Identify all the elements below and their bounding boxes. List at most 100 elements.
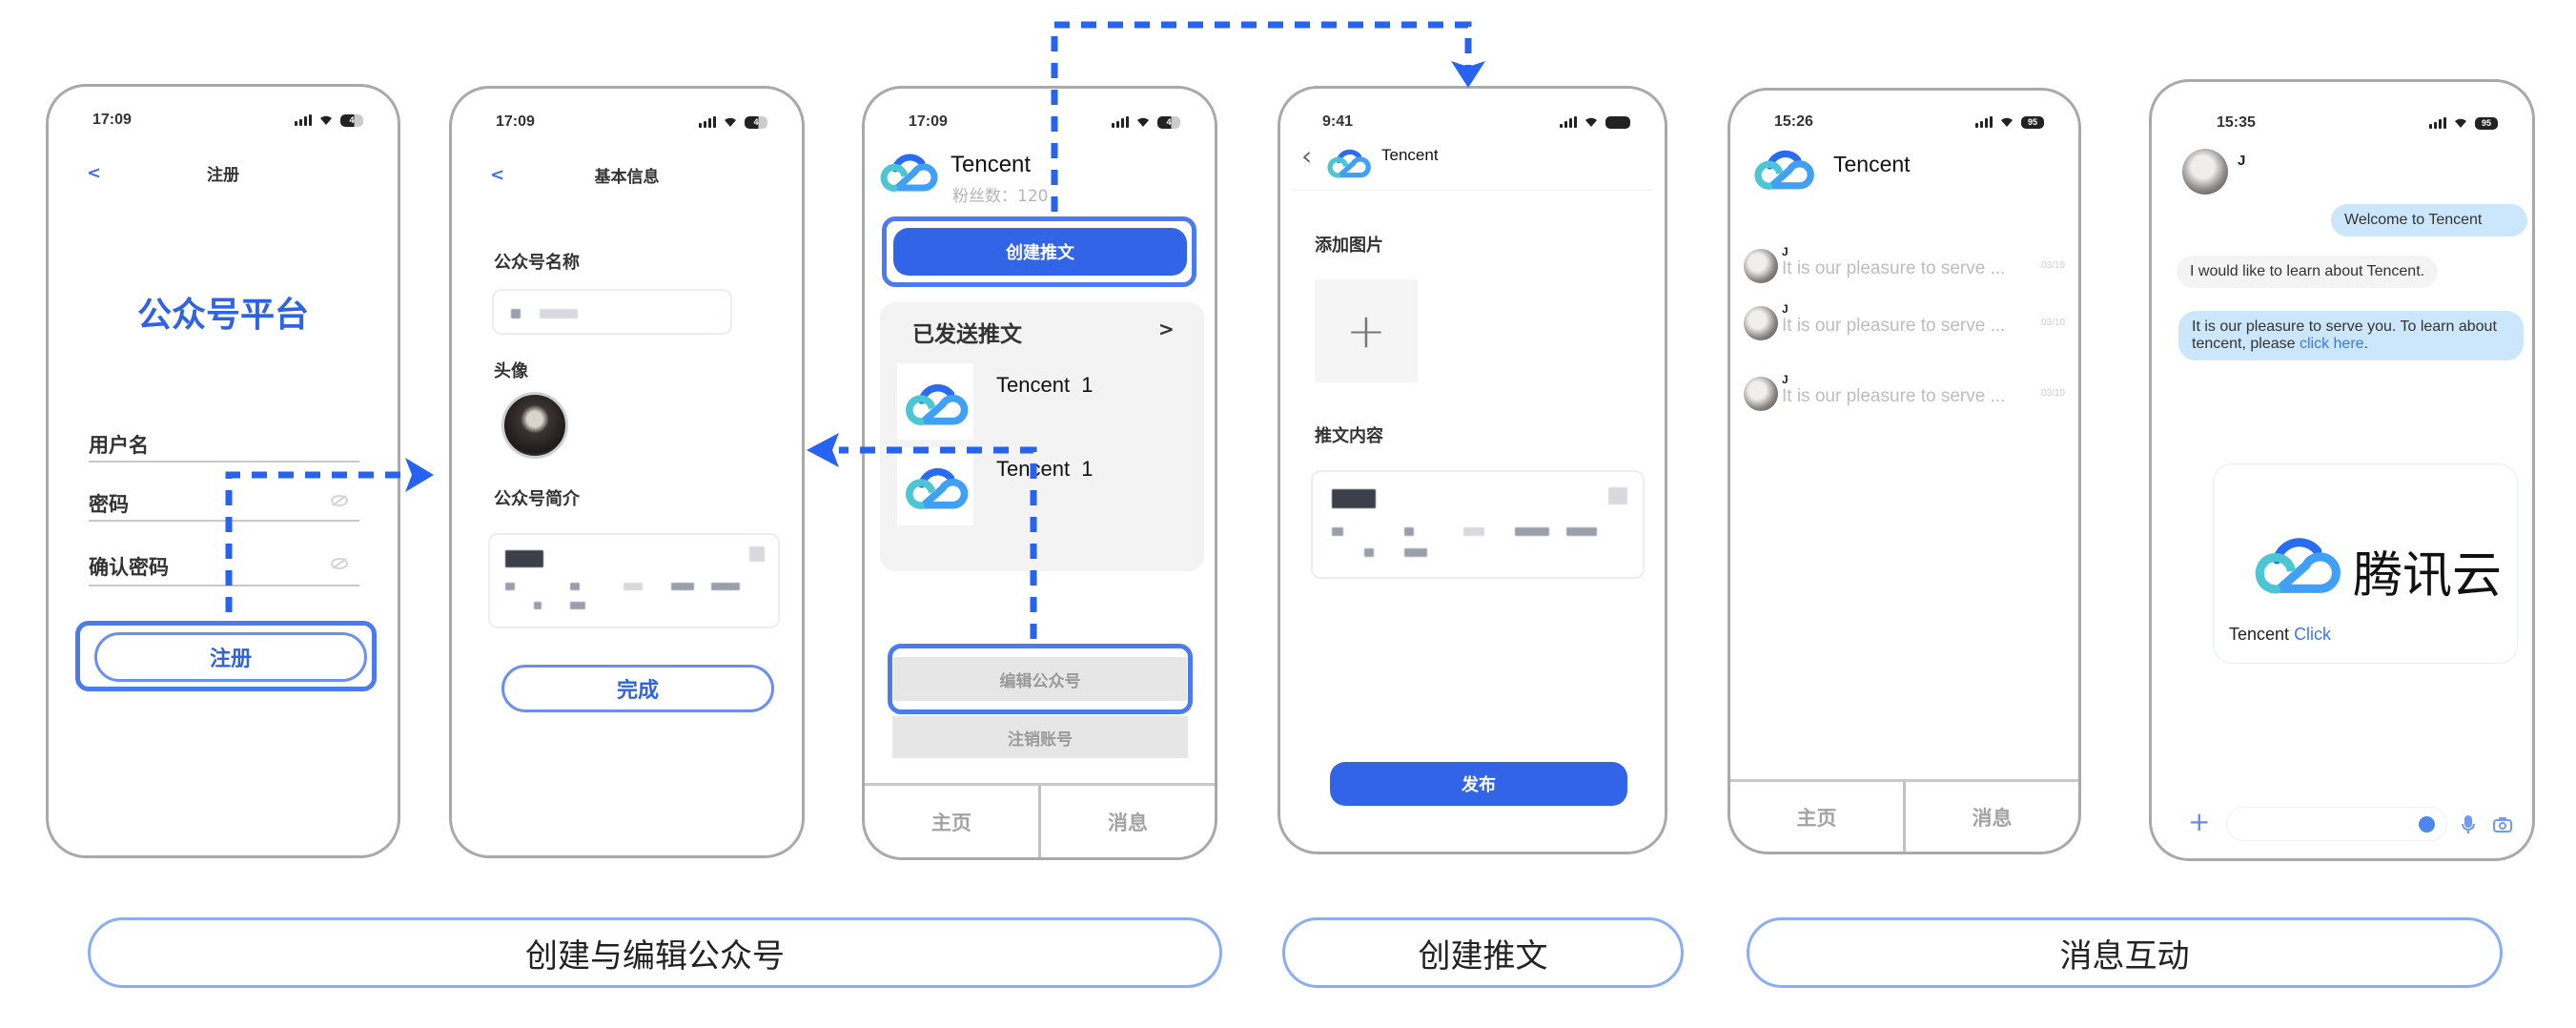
tab-home[interactable]: 主页 — [1796, 806, 1837, 830]
tencent-cloud-logo-icon — [2255, 538, 2341, 594]
chat-bubble-outgoing: Welcome to Tencent — [2331, 204, 2527, 236]
contact-avatar[interactable] — [2182, 149, 2228, 195]
chat-bubble-incoming-link: It is our pleasure to serve you. To lear… — [2178, 311, 2524, 360]
signal-icon — [1560, 116, 1577, 128]
account-name: Tencent — [1833, 152, 1911, 176]
conversation-item[interactable]: J It is our pleasure to serve ... 03/10 — [1744, 245, 2065, 298]
username-label: 用户名 — [89, 434, 149, 457]
conversation-item[interactable]: J It is our pleasure to serve ... 03/10 — [1744, 373, 2065, 426]
section-label-create-post: 创建推文 — [1282, 917, 1684, 988]
tencent-cloud-logo-icon — [1327, 149, 1371, 178]
nav-bar: < 注册 — [49, 155, 398, 190]
username-input[interactable] — [89, 461, 359, 463]
post-thumbnail-icon — [906, 383, 969, 425]
avatar-label: 头像 — [494, 361, 528, 381]
highlight-create-post-button — [882, 216, 1196, 287]
sent-posts-title: 已发送推文 — [912, 322, 1022, 347]
microphone-icon[interactable] — [2461, 814, 2476, 835]
wifi-icon — [2455, 118, 2466, 128]
status-bar: 15:35 95 — [2152, 109, 2532, 137]
tab-home[interactable]: 主页 — [931, 811, 971, 834]
post-thumbnail-icon — [906, 467, 969, 509]
battery-icon — [1605, 115, 1630, 129]
tencent-cloud-logo-icon — [880, 154, 938, 192]
plus-icon[interactable]: + — [2188, 806, 2211, 837]
status-time: 17:09 — [909, 113, 948, 130]
avatar — [1744, 377, 1778, 411]
tab-bar: 主页 消息 — [865, 783, 1215, 857]
back-button[interactable]: < — [87, 162, 102, 183]
status-bar: 17:09 4 — [452, 108, 802, 136]
wifi-icon — [1137, 117, 1149, 127]
signal-icon — [699, 116, 716, 128]
arrow-head-right — [405, 458, 434, 492]
status-bar: 15:26 95 — [1730, 108, 2078, 136]
nav-bar: < 基本信息 — [452, 157, 802, 192]
password-input[interactable] — [89, 520, 359, 522]
avatar — [1744, 306, 1778, 340]
click-here-link[interactable]: click here — [2299, 336, 2364, 352]
status-time: 15:26 — [1774, 113, 1813, 130]
post-title: Tencent 1 — [996, 373, 1094, 397]
card-brand: 腾讯云 — [2353, 547, 2503, 605]
back-button[interactable]: ‹ — [1301, 140, 1313, 172]
nav-title: 注册 — [207, 165, 239, 185]
post-title: Tencent 1 — [996, 457, 1094, 481]
arrow-head-left — [807, 433, 839, 467]
status-bar: 17:09 4 — [865, 108, 1215, 136]
phone-basic-info-screen: 17:09 4 < 基本信息 公众号名称 头像 公众号简介 完成 — [449, 86, 805, 858]
delete-account-button[interactable]: 注销账号 — [892, 716, 1188, 758]
publish-button[interactable]: 发布 — [1330, 762, 1627, 806]
sent-posts-more-button[interactable]: > — [1158, 318, 1175, 340]
account-intro-textarea[interactable] — [488, 533, 780, 628]
post-item[interactable]: Tencent 1 — [897, 447, 1183, 525]
contact-name: J — [2238, 153, 2246, 169]
nav-title: 基本信息 — [594, 167, 660, 187]
add-image-button[interactable]: + — [1315, 279, 1418, 382]
avatar-image[interactable] — [501, 392, 568, 459]
eye-off-icon[interactable] — [331, 495, 348, 506]
status-bar: 9:41 — [1280, 108, 1665, 136]
battery-icon: 95 — [2475, 116, 2498, 130]
emoji-icon[interactable] — [2419, 816, 2435, 833]
avatar — [1744, 249, 1778, 283]
create-post-button[interactable]: 创建推文 — [893, 228, 1187, 276]
back-button[interactable]: < — [490, 164, 505, 185]
account-name: Tencent — [951, 152, 1032, 177]
wifi-icon — [1585, 117, 1597, 127]
section-label-create-edit-account: 创建与编辑公众号 — [88, 917, 1222, 988]
card-click-link[interactable]: Click — [2294, 625, 2332, 644]
card-text: Tencent — [2229, 625, 2290, 644]
post-item[interactable]: Tencent 1 — [897, 363, 1183, 440]
phone-messages-screen: 15:26 95 Tencent J It is our pleasure to… — [1728, 88, 2081, 854]
tab-bar: 主页 消息 — [1730, 779, 2078, 852]
add-image-label: 添加图片 — [1315, 236, 1383, 256]
message-input[interactable] — [2226, 807, 2447, 841]
section-label-message-interaction: 消息互动 — [1747, 917, 2503, 988]
phone-chat-screen: 15:35 95 J Welcome to Tencent I would li… — [2149, 79, 2535, 861]
status-bar: 17:09 4 — [49, 106, 398, 134]
battery-icon: 4 — [745, 115, 767, 129]
eye-off-icon[interactable] — [331, 558, 348, 569]
account-name-input[interactable] — [492, 289, 732, 335]
highlight-register-button — [75, 621, 377, 691]
follower-count: 粉丝数：120 — [952, 187, 1049, 206]
tab-messages[interactable]: 消息 — [1038, 786, 1215, 857]
tab-messages[interactable]: 消息 — [1903, 782, 2078, 852]
confirm-password-input[interactable] — [89, 585, 359, 586]
wifi-icon — [320, 115, 332, 125]
edit-account-button[interactable]: 编辑公众号 — [893, 657, 1187, 701]
conversation-item[interactable]: J It is our pleasure to serve ... 03/10 — [1744, 302, 2065, 356]
done-button[interactable]: 完成 — [501, 665, 774, 712]
signal-icon — [2429, 117, 2446, 129]
header-divider — [1292, 190, 1653, 191]
account-intro-label: 公众号简介 — [494, 489, 580, 509]
link-card[interactable]: 腾讯云 Tencent Click — [2213, 463, 2518, 664]
password-label: 密码 — [89, 493, 129, 516]
chat-bubble-incoming: I would like to learn about Tencent. — [2177, 256, 2439, 288]
register-button[interactable]: 注册 — [94, 632, 367, 682]
account-name-label: 公众号名称 — [494, 253, 580, 273]
post-content-textarea[interactable] — [1311, 470, 1645, 579]
status-time: 9:41 — [1322, 113, 1354, 130]
camera-icon[interactable] — [2493, 816, 2512, 833]
